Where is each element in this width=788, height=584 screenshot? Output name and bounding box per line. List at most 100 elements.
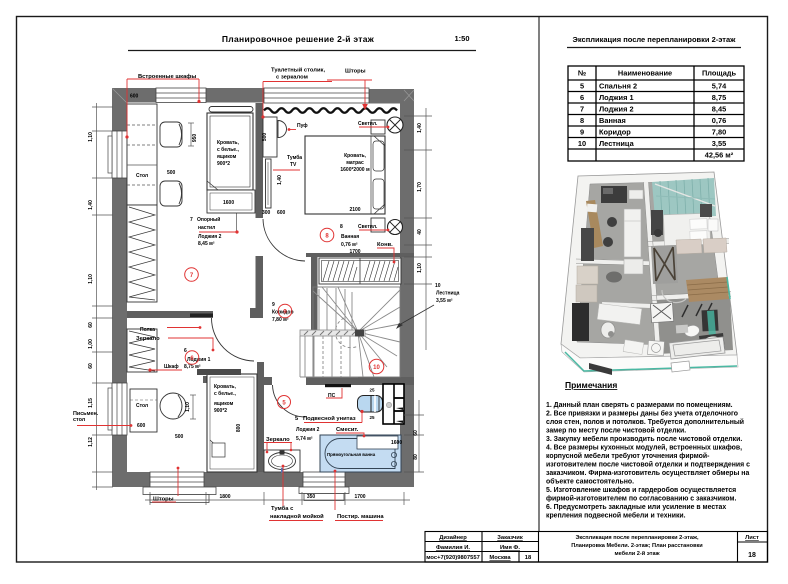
svg-text:9: 9 — [283, 310, 287, 316]
svg-text:1,10: 1,10 — [417, 263, 423, 273]
svg-text:950: 950 — [192, 134, 198, 143]
svg-text:5. Изготовление шкафов и гарде: 5. Изготовление шкафов и гардеробов осущ… — [546, 486, 736, 494]
svg-text:8,45: 8,45 — [712, 105, 726, 114]
svg-text:Экспликация после перепланиров: Экспликация после перепланировки 2-этаж, — [575, 535, 699, 541]
svg-text:ящиком: ящиком — [217, 154, 237, 160]
svg-text:1,12: 1,12 — [88, 437, 94, 447]
svg-text:Шторы: Шторы — [153, 497, 174, 503]
svg-text:1,40: 1,40 — [88, 200, 94, 210]
svg-text:Спальня 2: Спальня 2 — [599, 82, 637, 91]
svg-text:500: 500 — [167, 170, 176, 176]
svg-text:Лоджия 2: Лоджия 2 — [198, 234, 222, 240]
svg-text:1600: 1600 — [223, 200, 234, 206]
svg-text:Письмен.: Письмен. — [73, 411, 99, 417]
svg-text:крепления подвесной мебели и т: крепления подвесной мебели и техники. — [546, 512, 686, 520]
svg-text:500: 500 — [262, 133, 268, 142]
svg-text:Ванная: Ванная — [341, 234, 359, 240]
svg-text:7,80 м²: 7,80 м² — [272, 317, 289, 323]
svg-text:800: 800 — [236, 424, 242, 433]
svg-text:Тумба: Тумба — [287, 154, 302, 161]
svg-text:1,10: 1,10 — [185, 402, 191, 412]
svg-text:Тумба с: Тумба с — [271, 505, 294, 512]
svg-text:1. Данный план сверять с разме: 1. Данный план сверять с размерами по по… — [546, 401, 733, 409]
svg-text:6: 6 — [184, 348, 187, 354]
svg-text:8,75 м²: 8,75 м² — [184, 364, 201, 370]
svg-text:60: 60 — [88, 322, 94, 328]
svg-text:25: 25 — [369, 388, 375, 393]
svg-text:фирмой-изготовителем по соглас: фирмой-изготовителем по согласованию с з… — [546, 495, 737, 503]
svg-text:0,76: 0,76 — [712, 116, 726, 125]
svg-text:18: 18 — [525, 555, 532, 561]
svg-text:№: № — [578, 69, 586, 78]
svg-text:1,40: 1,40 — [277, 175, 283, 185]
svg-text:1,10: 1,10 — [88, 274, 94, 284]
svg-text:корпусной мебели требуют уточн: корпусной мебели требуют уточнения фирмо… — [546, 452, 710, 460]
svg-text:7,80: 7,80 — [712, 128, 726, 137]
svg-text:1:50: 1:50 — [454, 34, 469, 43]
svg-text:7: 7 — [190, 217, 193, 223]
svg-text:Дизайнер: Дизайнер — [439, 534, 467, 541]
svg-text:Опорный: Опорный — [197, 216, 220, 223]
svg-text:42,56 м²: 42,56 м² — [705, 151, 734, 160]
svg-text:объекте самостоятельно.: объекте самостоятельно. — [546, 478, 634, 486]
svg-text:Стол: Стол — [136, 173, 148, 179]
svg-text:ящиком: ящиком — [214, 401, 234, 407]
svg-text:стол: стол — [73, 417, 86, 423]
svg-text:1,15: 1,15 — [88, 398, 94, 408]
svg-text:10: 10 — [435, 283, 441, 289]
svg-text:изготовителем после чистовой о: изготовителем после чистовой отделки и п… — [546, 461, 750, 469]
svg-text:5: 5 — [295, 416, 299, 422]
svg-text:Постир. машина: Постир. машина — [337, 514, 384, 520]
svg-text:Коридор: Коридор — [599, 128, 631, 137]
svg-text:600: 600 — [137, 423, 146, 429]
svg-text:Планировочное решение 2-й этаж: Планировочное решение 2-й этаж — [222, 34, 375, 44]
svg-text:80: 80 — [413, 454, 419, 460]
svg-text:Зеркало: Зеркало — [136, 336, 160, 342]
svg-text:Фамилия И.: Фамилия И. — [436, 545, 470, 551]
svg-text:4. Все размеры кухонных модуле: 4. Все размеры кухонных модулей, встроен… — [546, 444, 742, 452]
svg-text:Лоджия 2: Лоджия 2 — [296, 427, 320, 433]
svg-text:60: 60 — [413, 430, 419, 436]
svg-text:1600*2000 м: 1600*2000 м — [340, 167, 370, 173]
svg-text:8,45 м²: 8,45 м² — [198, 241, 215, 247]
svg-text:Кровать,: Кровать, — [344, 153, 366, 159]
svg-text:7: 7 — [580, 105, 584, 114]
svg-text:18: 18 — [748, 552, 756, 559]
svg-text:40: 40 — [417, 229, 423, 235]
svg-text:8: 8 — [340, 224, 343, 230]
svg-text:матрас: матрас — [346, 160, 364, 166]
svg-text:2100: 2100 — [349, 207, 360, 213]
svg-text:3,55 м²: 3,55 м² — [436, 298, 453, 304]
svg-text:5,74 м²: 5,74 м² — [296, 436, 313, 442]
svg-text:Прямоугольная ванна: Прямоугольная ванна — [327, 452, 376, 457]
svg-text:350: 350 — [307, 494, 316, 500]
svg-text:300: 300 — [262, 210, 271, 216]
svg-text:2. Все привязки и размеры даны: 2. Все привязки и размеры даны без учета… — [546, 410, 738, 418]
svg-text:замер по месту после чистовой: замер по месту после чистовой отделки. — [546, 427, 686, 435]
svg-text:3,55: 3,55 — [712, 139, 726, 148]
svg-text:Москва: Москва — [489, 555, 511, 561]
svg-text:5: 5 — [580, 82, 584, 91]
svg-text:3. Закупку мебели производить: 3. Закупку мебели производить после чист… — [546, 435, 742, 443]
svg-text:накладной мойкой: накладной мойкой — [270, 513, 324, 520]
svg-text:5,74: 5,74 — [712, 82, 727, 91]
svg-text:900*2: 900*2 — [217, 161, 230, 167]
svg-text:Коридор: Коридор — [272, 310, 294, 316]
svg-text:1700: 1700 — [354, 494, 365, 500]
svg-text:ПС: ПС — [328, 393, 336, 399]
svg-text:6: 6 — [190, 356, 194, 362]
svg-text:с зеркалом: с зеркалом — [276, 75, 308, 81]
svg-text:1,00: 1,00 — [88, 339, 94, 349]
svg-text:1700: 1700 — [349, 249, 360, 255]
svg-text:Шкаф: Шкаф — [164, 363, 179, 370]
svg-text:Светил.: Светил. — [358, 121, 378, 127]
svg-text:Экспликация после перепланиров: Экспликация после перепланировки 2-этаж — [573, 35, 737, 44]
svg-text:900*2: 900*2 — [214, 408, 227, 414]
svg-text:8,75: 8,75 — [712, 93, 726, 102]
svg-text:Имя Ф.: Имя Ф. — [500, 545, 520, 551]
svg-text:мос+7(920)9807557: мос+7(920)9807557 — [426, 555, 480, 561]
svg-text:Планировка Мебели. 2-этаж; Пла: Планировка Мебели. 2-этаж; План расстано… — [571, 542, 703, 549]
svg-text:Смесит.: Смесит. — [336, 427, 359, 433]
svg-text:5: 5 — [282, 401, 286, 407]
svg-text:TV: TV — [290, 162, 297, 168]
